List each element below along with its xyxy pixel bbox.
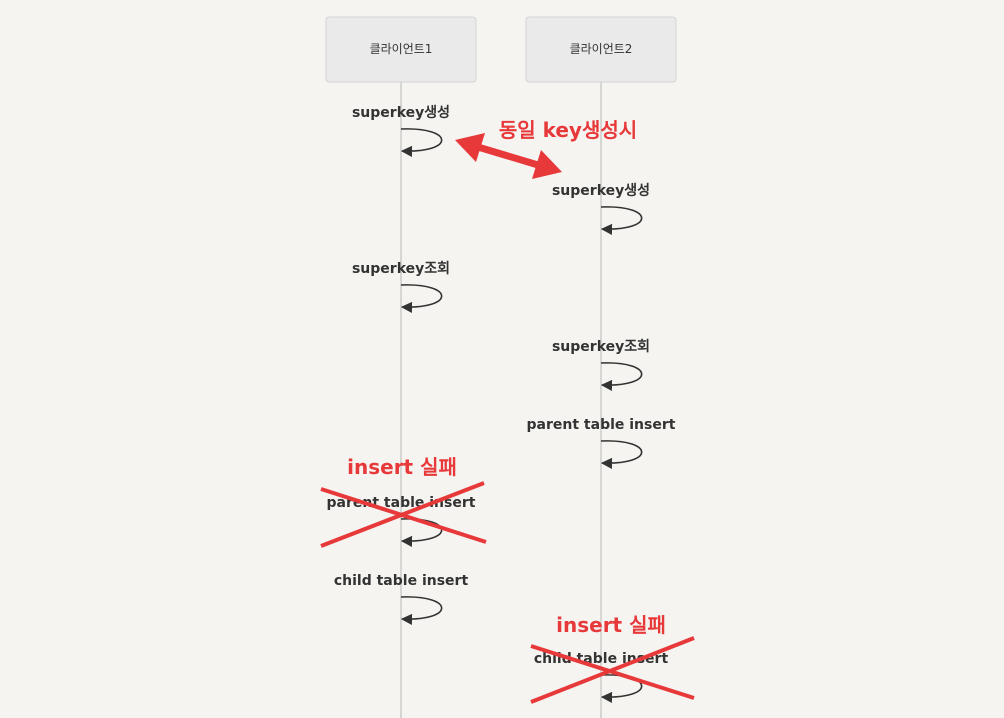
message-label: superkey조회 bbox=[552, 339, 650, 355]
double-arrow-shaft bbox=[476, 143, 540, 169]
message-client1-superkey-create: superkey생성 bbox=[352, 105, 450, 157]
message-label: superkey생성 bbox=[552, 183, 650, 199]
collision-annotation: 동일 key생성시 bbox=[455, 118, 637, 179]
actor-client2-label: 클라이언트2 bbox=[570, 42, 633, 56]
double-arrow-head-right bbox=[532, 150, 562, 179]
message-client1-superkey-read: superkey조회 bbox=[352, 261, 450, 313]
self-loop-arrow bbox=[600, 206, 643, 235]
fail-annotation-1: insert 실패 bbox=[320, 455, 487, 548]
self-loop-arrow bbox=[400, 596, 443, 625]
message-client1-child-insert: child table insert bbox=[334, 573, 469, 625]
message-label: superkey생성 bbox=[352, 105, 450, 121]
self-loop-arrow bbox=[400, 128, 443, 157]
message-label: superkey조회 bbox=[352, 261, 450, 277]
self-loop-arrow bbox=[600, 362, 643, 391]
fail-cross-line bbox=[530, 636, 695, 704]
message-label: child table insert bbox=[334, 573, 469, 589]
actor-client2: 클라이언트2 bbox=[525, 16, 677, 83]
message-label: parent table insert bbox=[527, 417, 676, 433]
double-arrow-head-left bbox=[455, 133, 485, 162]
message-client2-superkey-create: superkey생성 bbox=[552, 183, 650, 235]
message-client2-superkey-read: superkey조회 bbox=[552, 339, 650, 391]
fail-label-2: insert 실패 bbox=[556, 613, 666, 637]
self-loop-arrow bbox=[600, 440, 643, 469]
message-client2-parent-insert: parent table insert bbox=[527, 417, 676, 469]
actor-client1-label: 클라이언트1 bbox=[370, 42, 433, 56]
fail-label-1: insert 실패 bbox=[347, 455, 457, 479]
actor-client1: 클라이언트1 bbox=[325, 16, 477, 83]
fail-annotation-2: insert 실패 bbox=[530, 613, 695, 704]
fail-cross-line bbox=[320, 481, 485, 548]
self-loop-arrow bbox=[400, 284, 443, 313]
collision-label: 동일 key생성시 bbox=[499, 118, 637, 142]
